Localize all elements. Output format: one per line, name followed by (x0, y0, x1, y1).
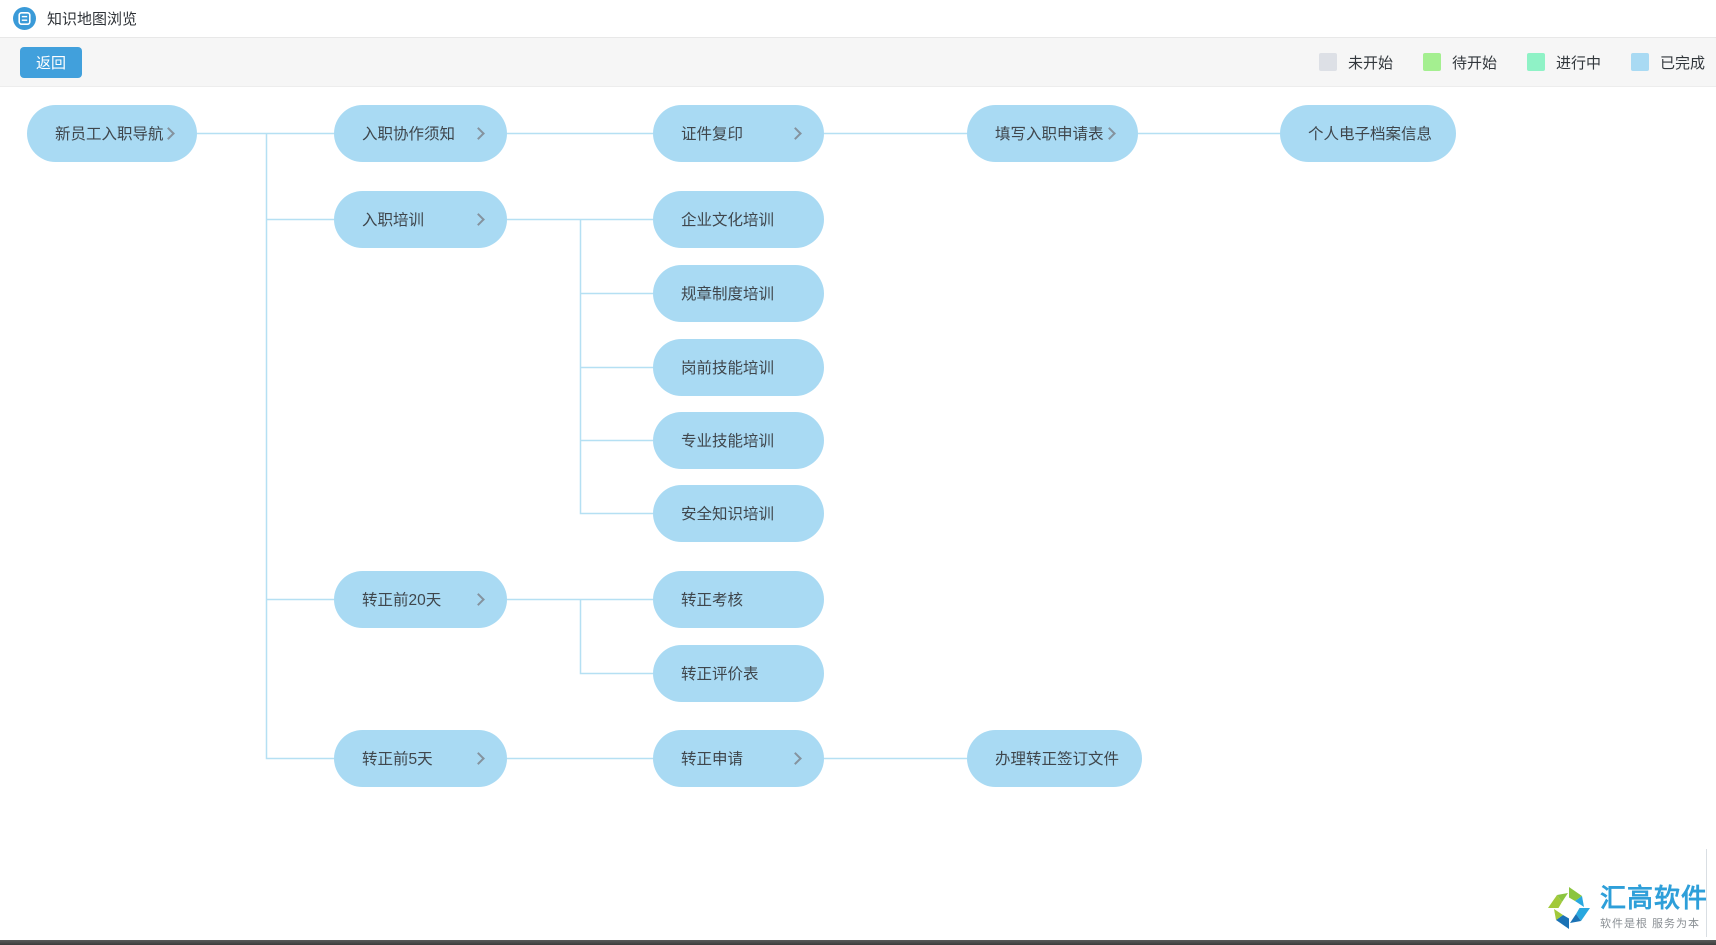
tree-node-label: 转正前20天 (362, 592, 442, 609)
toolbar: 返回 未开始 待开始 进行中 已完成 (0, 38, 1716, 87)
tree-node-apply[interactable]: 转正申请 (653, 729, 824, 787)
tree-node-safety[interactable]: 安全知识培训 (653, 484, 824, 542)
chevron-right-icon (472, 126, 485, 140)
tree-node-label: 转正申请 (681, 751, 744, 768)
tree-node-label: 转正评价表 (681, 666, 759, 683)
tree-node-label: 个人电子档案信息 (1308, 126, 1433, 143)
tree-node-label: 岗前技能培训 (681, 360, 775, 377)
chevron-right-icon (472, 592, 485, 606)
tree-node-label: 入职协作须知 (362, 126, 456, 143)
legend-item: 待开始 (1422, 52, 1497, 73)
scrollbar-track (1706, 849, 1707, 937)
window-bottom-edge (0, 940, 1716, 945)
legend-swatch (1318, 53, 1337, 71)
chevron-right-icon (162, 126, 175, 140)
tree-node-pre5[interactable]: 转正前5天 (334, 729, 507, 787)
tree-node-e-archive[interactable]: 个人电子档案信息 (1280, 104, 1456, 162)
legend-swatch (1630, 53, 1649, 71)
legend-label: 已完成 (1659, 54, 1705, 72)
status-legend: 未开始 待开始 进行中 已完成 (1289, 52, 1705, 73)
legend-label: 待开始 (1451, 54, 1497, 72)
page-title: 知识地图浏览 (47, 11, 138, 28)
tree-node-root[interactable]: 新员工入职导航 (27, 104, 197, 162)
tree-node-sign-docs[interactable]: 办理转正签订文件 (967, 729, 1142, 787)
tree-node-assessment[interactable]: 转正考核 (653, 570, 824, 628)
vendor-logo-icon (1542, 881, 1596, 935)
vendor-logo-name: 汇高软件 (1599, 882, 1708, 913)
tree-node-label: 专业技能培训 (681, 433, 775, 450)
tree-node-notice[interactable]: 入职协作须知 (334, 104, 507, 162)
tree-node-fill-form[interactable]: 填写入职申请表 (967, 104, 1138, 162)
legend-label: 未开始 (1347, 54, 1393, 72)
back-button[interactable]: 返回 (20, 46, 82, 78)
vendor-logo-tagline: 软件是根 服务为本 (1599, 918, 1701, 931)
tree-node-label: 企业文化培训 (681, 212, 775, 229)
tree-node-training[interactable]: 入职培训 (334, 190, 507, 248)
tree-node-label: 安全知识培训 (681, 506, 775, 523)
tree-node-label: 证件复印 (681, 126, 744, 143)
tree-node-label: 办理转正签订文件 (995, 751, 1120, 768)
tree-node-label: 填写入职申请表 (995, 126, 1104, 143)
chevron-right-icon (472, 751, 485, 765)
tree-node-label: 规章制度培训 (681, 286, 775, 303)
tree-node-culture[interactable]: 企业文化培训 (653, 190, 824, 248)
legend-label: 进行中 (1555, 54, 1601, 72)
chevron-right-icon (472, 212, 485, 226)
legend-item: 未开始 (1318, 52, 1393, 73)
tree-node-rules[interactable]: 规章制度培训 (653, 264, 824, 322)
tree-node-evaluation[interactable]: 转正评价表 (653, 644, 824, 702)
tree-node-pro-skill[interactable]: 专业技能培训 (653, 411, 824, 469)
tree-node-copy-cert[interactable]: 证件复印 (653, 104, 824, 162)
knowledge-map-icon (13, 7, 36, 30)
tree-node-pre20[interactable]: 转正前20天 (334, 570, 507, 628)
tree-node-label: 新员工入职导航 (55, 126, 164, 143)
app-header: 知识地图浏览 (0, 0, 1716, 38)
vendor-logo: 汇高软件 软件是根 服务为本 (1542, 881, 1708, 935)
tree-node-label: 转正前5天 (362, 751, 433, 768)
tree-node-label: 转正考核 (681, 592, 744, 609)
legend-item: 进行中 (1526, 52, 1601, 73)
tree-node-pre-skill[interactable]: 岗前技能培训 (653, 338, 824, 396)
chevron-right-icon (789, 126, 802, 140)
legend-item: 已完成 (1630, 52, 1705, 73)
tree-node-label: 入职培训 (362, 212, 425, 229)
legend-swatch (1526, 53, 1545, 71)
chevron-right-icon (1103, 126, 1116, 140)
legend-swatch (1422, 53, 1441, 71)
chevron-right-icon (789, 751, 802, 765)
